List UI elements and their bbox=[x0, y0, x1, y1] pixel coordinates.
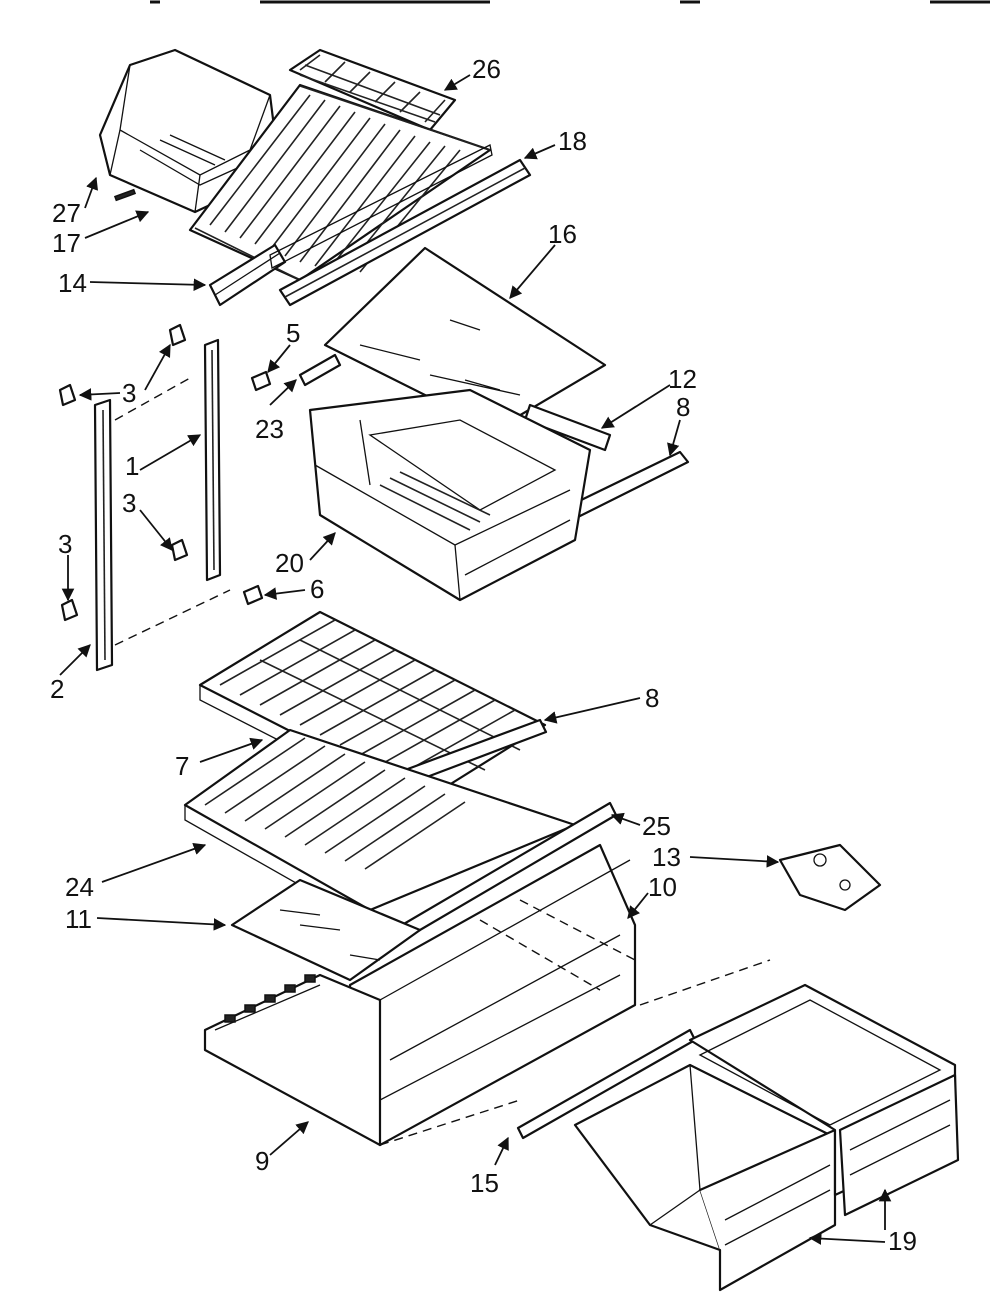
part-5-screw bbox=[250, 370, 272, 392]
part-13-control-housing bbox=[778, 843, 882, 912]
label-19: 19 bbox=[888, 1226, 917, 1256]
label-2: 2 bbox=[50, 674, 64, 704]
label-16: 16 bbox=[548, 219, 577, 249]
label-20: 20 bbox=[275, 548, 304, 578]
label-15: 15 bbox=[470, 1168, 499, 1198]
label-9: 9 bbox=[255, 1146, 269, 1176]
label-12: 12 bbox=[668, 364, 697, 394]
label-3a: 3 bbox=[122, 378, 136, 408]
part-12-drawer-slide bbox=[523, 403, 612, 452]
label-14: 14 bbox=[58, 268, 87, 298]
part-11-glass-cover bbox=[230, 878, 422, 982]
part-26-egg-tray bbox=[288, 48, 457, 132]
label-10: 10 bbox=[648, 872, 677, 902]
label-17: 17 bbox=[52, 228, 81, 258]
label-18: 18 bbox=[558, 126, 587, 156]
part-6-screw bbox=[242, 584, 264, 606]
label-3b: 3 bbox=[122, 488, 136, 518]
part-3-clips bbox=[58, 323, 189, 622]
part-18-rail bbox=[269, 144, 532, 307]
label-11: 11 bbox=[65, 904, 92, 934]
label-13: 13 bbox=[652, 842, 681, 872]
part-19-crisper-bins bbox=[573, 983, 960, 1292]
label-5: 5 bbox=[286, 318, 300, 348]
label-25: 25 bbox=[642, 811, 671, 841]
label-1: 1 bbox=[125, 451, 139, 481]
part-27-basket bbox=[98, 48, 277, 214]
label-24: 24 bbox=[65, 872, 94, 902]
label-6: 6 bbox=[310, 574, 324, 604]
part-2-left-ladder bbox=[93, 377, 231, 672]
label-26: 26 bbox=[472, 54, 501, 84]
part-1-right-ladder bbox=[203, 338, 222, 582]
part-labels: 26 18 27 17 14 16 5 3 23 12 8 1 3 3 20 6… bbox=[50, 54, 917, 1256]
leader-lines bbox=[59, 74, 892, 1245]
part-20-crisper-drawer bbox=[308, 388, 592, 602]
label-7: 7 bbox=[175, 751, 189, 781]
part-23-cover-support bbox=[298, 353, 342, 387]
label-23: 23 bbox=[255, 414, 284, 444]
label-8-upper: 8 bbox=[676, 392, 690, 422]
label-3c: 3 bbox=[58, 529, 72, 559]
part-9-base bbox=[203, 959, 771, 1147]
label-27: 27 bbox=[52, 198, 81, 228]
label-8-lower: 8 bbox=[645, 683, 659, 713]
